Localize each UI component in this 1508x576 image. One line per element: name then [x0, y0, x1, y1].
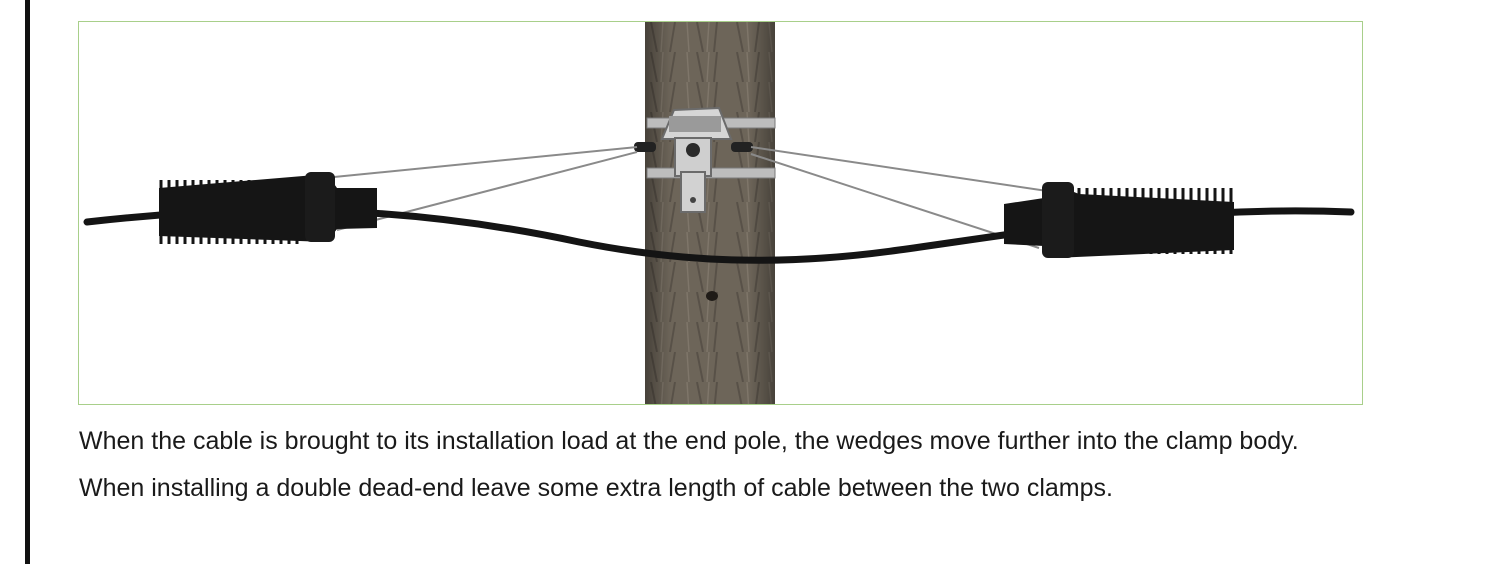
wooden-pole	[645, 22, 775, 404]
dead-end-clamp-photo	[83, 22, 1355, 404]
left-dead-end-clamp	[159, 172, 377, 244]
caption-paragraph-2: When installing a double dead-end leave …	[79, 474, 1113, 502]
left-margin-rule	[25, 0, 30, 564]
caption-text: When the cable is brought to its install…	[79, 418, 1439, 512]
pole-bracket	[634, 106, 776, 213]
figure-frame	[78, 21, 1363, 405]
caption-paragraph-1: When the cable is brought to its install…	[79, 427, 1299, 455]
right-dead-end-clamp	[1004, 182, 1234, 258]
